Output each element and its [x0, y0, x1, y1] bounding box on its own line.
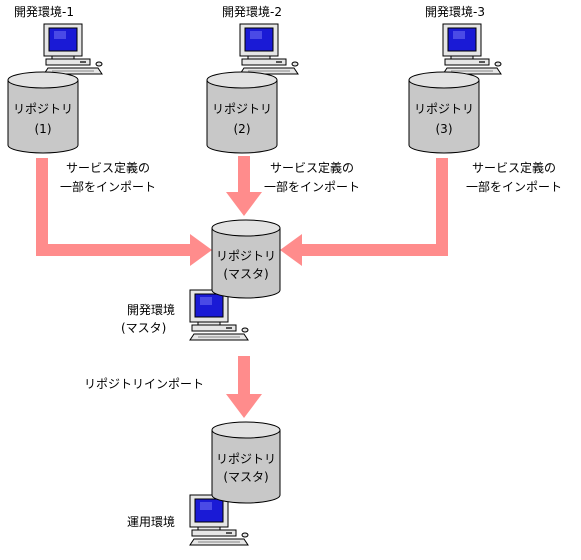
repository-number: (2): [234, 122, 251, 136]
repository-number: (3): [436, 122, 453, 136]
repository-import-label: リポジトリインポート: [84, 377, 204, 391]
master-env-title: 開発環境: [127, 302, 175, 317]
import-annotation-line2: 一部をインポート: [60, 179, 156, 194]
flow-arrow-import: [226, 356, 262, 418]
flow-arrow-right: [280, 158, 448, 266]
master-environment: リポジトリ (マスタ) 開発環境 (マスタ): [121, 219, 281, 341]
computer-icon: [239, 23, 299, 75]
import-annotation-line1: サービス定義の: [270, 160, 354, 175]
environment-3: 開発環境-3 リポジトリ (3) サービス定義の 一部をインポート: [408, 4, 562, 194]
repository-label: リポジトリ: [13, 102, 73, 116]
environment-2: 開発環境-2 リポジトリ (2) サービス定義の 一部をインポート: [206, 4, 360, 194]
repository-label: リポジトリ: [216, 249, 276, 263]
master-repository-cylinder: リポジトリ (マスタ): [211, 219, 281, 299]
import-annotation-line2: 一部をインポート: [466, 179, 562, 194]
import-annotation-line2: 一部をインポート: [264, 179, 360, 194]
environment-2-title: 開発環境-2: [222, 4, 282, 19]
repository-subtitle: (マスタ): [223, 470, 268, 484]
environment-3-title: 開発環境-3: [425, 4, 485, 19]
computer-icon: [442, 23, 502, 75]
import-annotation-line1: サービス定義の: [472, 160, 556, 175]
repository-cylinder: リポジトリ (2): [206, 71, 278, 154]
environment-1-title: 開発環境-1: [14, 4, 74, 19]
repository-label: リポジトリ: [216, 452, 276, 466]
computer-icon: [43, 23, 103, 75]
repository-cylinder: リポジトリ (1): [7, 71, 79, 154]
flow-arrow-center: [226, 156, 262, 216]
flow-arrow-left: [36, 158, 212, 266]
master-env-subtitle: (マスタ): [121, 321, 166, 335]
production-repository-cylinder: リポジトリ (マスタ): [211, 421, 281, 504]
production-env-title: 運用環境: [127, 514, 175, 529]
repository-cylinder: リポジトリ (3): [408, 71, 480, 154]
repository-label: リポジトリ: [212, 102, 272, 116]
repository-label: リポジトリ: [414, 102, 474, 116]
repository-number: (1): [35, 122, 52, 136]
production-environment: リポジトリ (マスタ) 運用環境: [127, 421, 281, 546]
environment-1: 開発環境-1 リポジトリ (1) サービス定義の 一部をインポート: [7, 4, 156, 194]
import-annotation-line1: サービス定義の: [66, 160, 150, 175]
repository-subtitle: (マスタ): [223, 267, 268, 281]
